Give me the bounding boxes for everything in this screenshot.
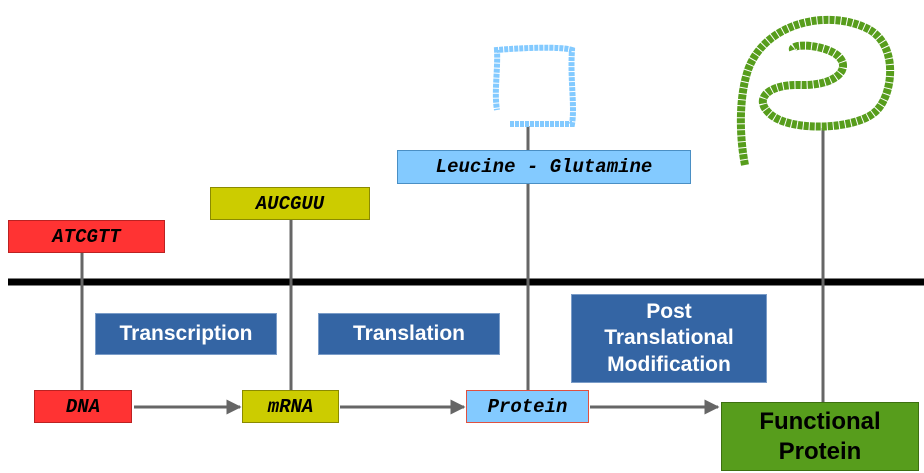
protein-sequence-label: Leucine - Glutamine xyxy=(397,150,691,184)
mrna-stage-text: mRNA xyxy=(267,395,314,418)
dna-stage: DNA xyxy=(34,390,132,423)
functional-line1: Functional xyxy=(759,407,881,435)
ptm-line1: Post xyxy=(646,300,692,324)
protein-chain-icon xyxy=(492,44,576,127)
post-translational-modification-process: Post Translational Modification xyxy=(571,294,767,383)
mrna-sequence-label: AUCGUU xyxy=(210,187,370,220)
folded-protein-icon xyxy=(736,15,895,166)
mrna-sequence-text: AUCGUU xyxy=(255,192,325,215)
dna-stage-text: DNA xyxy=(65,395,101,418)
translation-process: Translation xyxy=(318,313,500,355)
functional-protein-stage: Functional Protein xyxy=(721,402,919,471)
protein-sequence-text: Leucine - Glutamine xyxy=(435,156,653,178)
transcription-process: Transcription xyxy=(95,313,277,355)
transcription-text: Transcription xyxy=(119,322,253,345)
mrna-stage: mRNA xyxy=(242,390,339,423)
ptm-line2: Translational xyxy=(604,326,734,350)
protein-stage-text: Protein xyxy=(487,395,568,418)
dna-sequence-label: ATCGTT xyxy=(8,220,165,253)
ptm-line3: Modification xyxy=(607,352,731,376)
dna-sequence-text: ATCGTT xyxy=(52,225,121,248)
functional-line2: Protein xyxy=(778,437,862,465)
protein-stage: Protein xyxy=(466,390,589,423)
translation-text: Translation xyxy=(352,322,466,345)
